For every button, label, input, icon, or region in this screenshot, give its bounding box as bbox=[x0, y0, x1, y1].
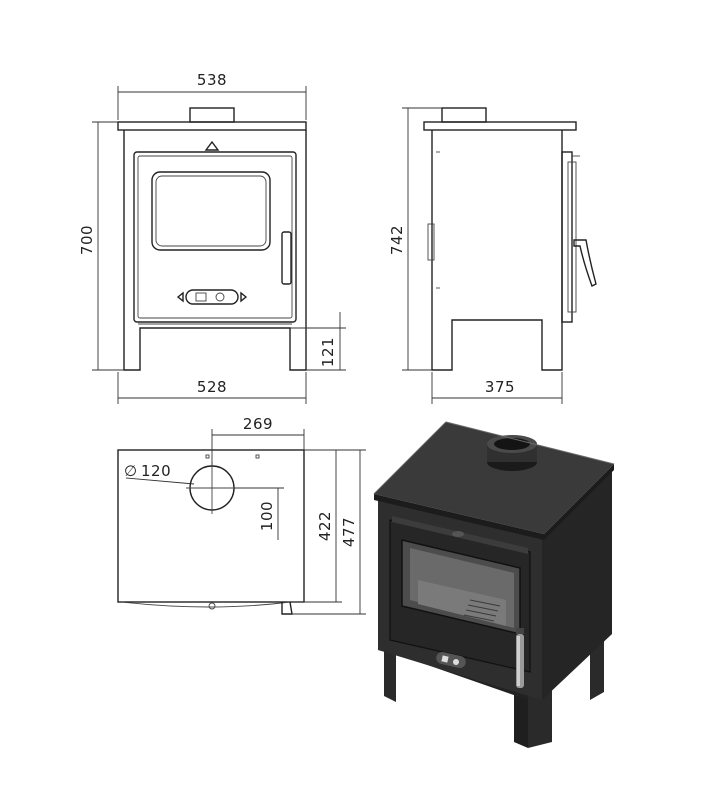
stove-side-face bbox=[542, 470, 612, 700]
dim-flue-offset: 269 bbox=[243, 415, 273, 433]
front-dimensions: 538 700 528 121 bbox=[78, 71, 346, 404]
dim-depth-outer: 477 bbox=[340, 517, 358, 547]
front-left-leg bbox=[384, 640, 396, 702]
dim-flue-center-depth: 100 bbox=[258, 501, 276, 531]
dim-width-top: 538 bbox=[197, 71, 227, 89]
top-dimensions: 269 ∅ 120 100 422 477 bbox=[124, 415, 366, 615]
dim-flue-diameter: 120 bbox=[141, 462, 171, 480]
side-dimensions: 742 375 bbox=[388, 107, 563, 404]
dim-width-bottom: 528 bbox=[197, 378, 227, 396]
dim-leg-height: 121 bbox=[319, 337, 337, 367]
front-view bbox=[117, 107, 307, 371]
dim-diameter-symbol: ∅ bbox=[124, 462, 138, 480]
dim-depth-inner: 422 bbox=[316, 511, 334, 541]
dim-height: 700 bbox=[78, 225, 96, 255]
stove-top-face bbox=[374, 422, 614, 534]
dim-depth: 375 bbox=[485, 378, 515, 396]
side-view bbox=[423, 107, 597, 371]
stove-3d-render bbox=[373, 421, 615, 748]
dim-side-height: 742 bbox=[388, 225, 406, 255]
